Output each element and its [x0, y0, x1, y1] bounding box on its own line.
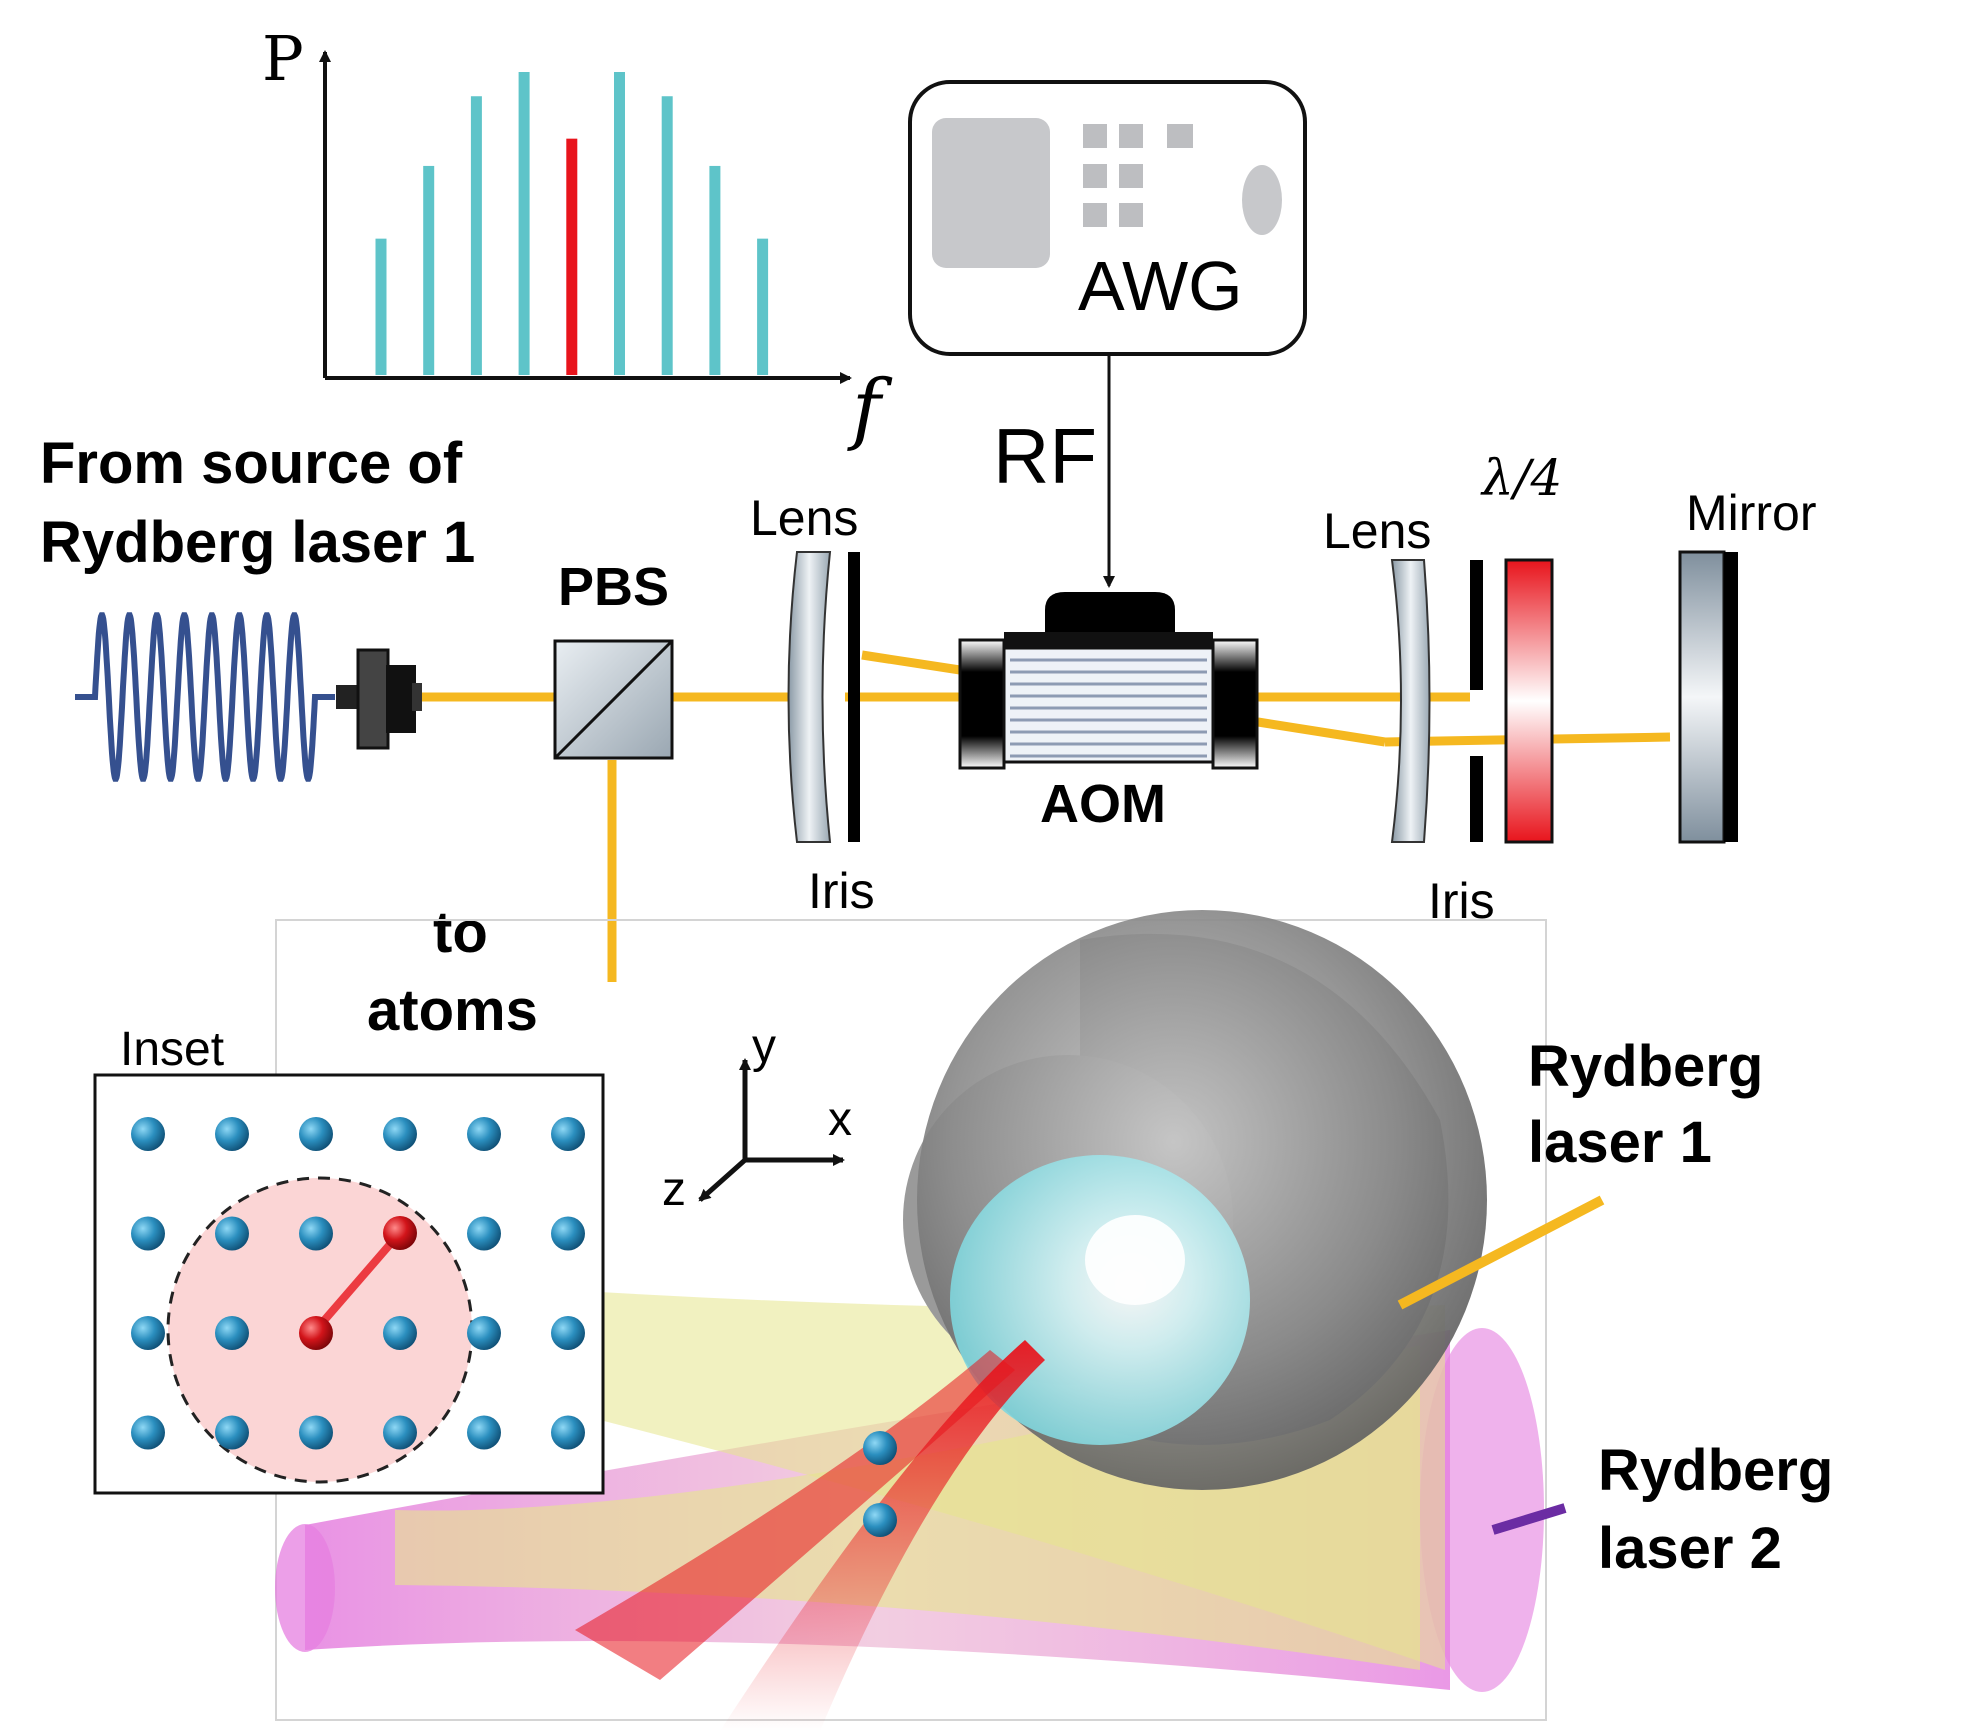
source-label-line2: Rydberg laser 1 — [40, 510, 475, 575]
lattice-atom — [467, 1216, 501, 1251]
rydberg-atom — [383, 1216, 417, 1250]
aom-transducer — [1045, 592, 1175, 632]
rydberg-interaction-bond — [311, 1231, 403, 1334]
rydberg-laser-2-label-line1: Rydberg — [1598, 1438, 1833, 1503]
axis-x-label: x — [828, 1093, 852, 1146]
lattice-atom — [299, 1117, 333, 1151]
rydberg-laser-2-label-line2: laser 2 — [1598, 1516, 1782, 1581]
rf-label: RF — [993, 412, 1097, 500]
awg-knob — [1242, 165, 1282, 235]
spectrum-x-label: f — [847, 364, 893, 454]
iris-right-bottom — [1470, 756, 1483, 842]
aom-label: AOM — [1040, 774, 1166, 834]
source-label-line1: From source of — [40, 431, 463, 496]
rydberg-laser-2-end — [1420, 1328, 1544, 1692]
lattice-atom — [215, 1117, 249, 1151]
lattice-atom — [131, 1117, 165, 1151]
to-atoms-label-line2: atoms — [367, 978, 538, 1043]
lattice-atom — [383, 1415, 417, 1450]
lattice-atom — [299, 1415, 333, 1450]
awg-screen — [932, 118, 1050, 268]
lens-left — [787, 551, 832, 843]
lattice-atom — [131, 1415, 165, 1450]
waveplate-label: λ/4 — [1480, 449, 1562, 507]
lattice-atom — [131, 1316, 165, 1350]
lattice-atom — [551, 1117, 585, 1151]
lens-right — [1390, 559, 1431, 843]
spectrum-bar — [614, 72, 625, 375]
input-pulse-wave — [75, 612, 335, 782]
lens-right-label: Lens — [1323, 503, 1431, 559]
inset-label: Inset — [120, 1023, 224, 1076]
spectrum-bar — [518, 72, 530, 375]
lens-left-label: Lens — [750, 490, 858, 546]
lattice-atom — [467, 1415, 501, 1450]
lattice-atom — [215, 1216, 249, 1251]
awg-label: AWG — [1078, 247, 1243, 325]
spectrum-y-label: P — [262, 22, 304, 95]
axis-z-label: z — [662, 1163, 686, 1216]
awg-device: AWG — [908, 80, 1307, 356]
rydberg-atom — [299, 1316, 333, 1350]
pbs-label: PBS — [558, 557, 669, 617]
polarizing-beam-splitter — [553, 639, 674, 760]
iris-right-top — [1470, 560, 1483, 690]
lattice-atom — [215, 1316, 249, 1350]
spectrum-bars — [375, 72, 769, 376]
lattice-atom — [131, 1216, 165, 1251]
axis-y-label: y — [752, 1020, 776, 1073]
lattice-atom — [467, 1316, 501, 1350]
rydberg-laser-1-label-line1: Rydberg — [1528, 1034, 1763, 1099]
atom-scene: y x z Rydberg laser 1 Rydberg laser 2 — [275, 910, 1833, 1731]
objective-lens — [903, 910, 1487, 1490]
rydberg-laser-1-label-line2: laser 1 — [1528, 1110, 1712, 1175]
lattice-atom — [467, 1117, 501, 1151]
lattice-atom — [551, 1316, 585, 1350]
atom-lattice — [131, 1117, 585, 1450]
fiber-collimator — [336, 648, 422, 750]
iris-left-top — [848, 552, 860, 712]
iris-left-bottom — [848, 712, 860, 842]
to-atoms-label-line1: to — [433, 900, 488, 965]
mirror-label: Mirror — [1686, 485, 1817, 541]
spectrum-bar — [375, 238, 387, 375]
lattice-inset — [93, 1073, 605, 1495]
laser-1-pointer — [1397, 1195, 1605, 1310]
lattice-atom — [383, 1117, 417, 1151]
spectrum-plot: P f — [262, 22, 893, 454]
quarter-wave-plate — [1504, 558, 1554, 844]
trapped-atom — [863, 1503, 897, 1537]
lattice-atom — [215, 1415, 249, 1450]
lattice-atom — [299, 1216, 333, 1251]
coordinate-axes — [698, 1058, 845, 1202]
lattice-atom — [551, 1415, 585, 1450]
laser-2-pointer — [1491, 1503, 1567, 1535]
spectrum-bar — [470, 96, 482, 376]
spectrum-bar — [423, 165, 435, 375]
spectrum-bar — [757, 238, 769, 375]
lattice-atom — [551, 1216, 585, 1251]
trapped-atom — [863, 1431, 897, 1465]
mirror — [1678, 550, 1726, 844]
acousto-optic-modulator — [958, 592, 1259, 770]
iris-left-label: Iris — [808, 863, 875, 919]
spectrum-bar-highlight — [566, 138, 578, 375]
lattice-atom — [383, 1316, 417, 1350]
mirror-backing — [1724, 552, 1738, 842]
spectrum-bar — [709, 165, 721, 375]
spectrum-bar — [661, 96, 673, 376]
